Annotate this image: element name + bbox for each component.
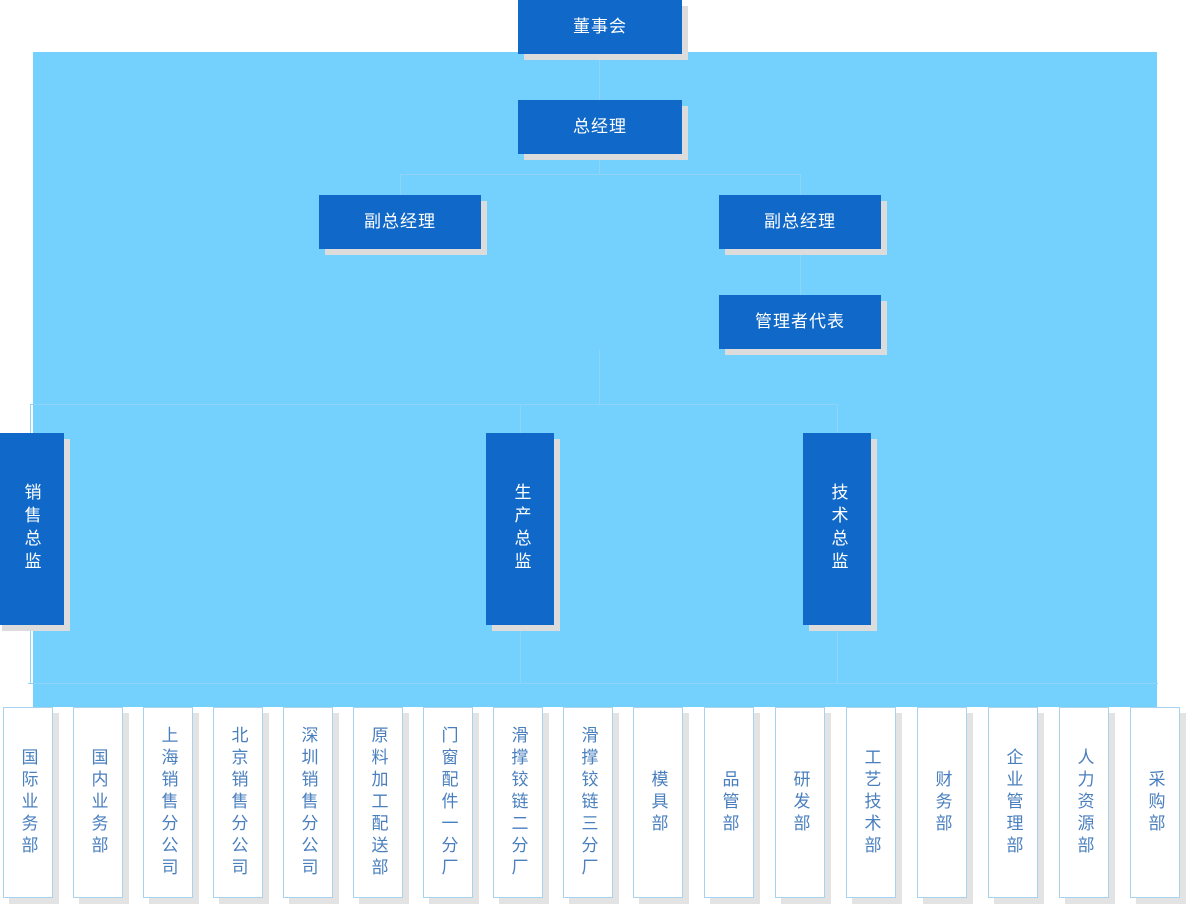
connector-technical-down	[837, 625, 838, 683]
dept-research-development-label: 研发部	[790, 769, 810, 836]
dept-window-parts-plant-1-label: 门窗配件一分厂	[438, 725, 458, 880]
node-technical-director[interactable]: 技术总监	[803, 433, 871, 625]
dept-human-resources-label: 人力资源部	[1074, 747, 1094, 858]
connector-sales-down	[30, 625, 31, 683]
dept-shenzhen-sales-branch[interactable]: 深圳销售分公司	[283, 707, 333, 898]
dept-quality-control-label: 品管部	[719, 769, 739, 836]
connector-directors-horizontal	[30, 404, 837, 405]
dept-process-technology-label: 工艺技术部	[861, 747, 881, 858]
node-board[interactable]: 董事会	[518, 0, 682, 54]
dept-finance-label: 财务部	[932, 769, 952, 836]
connector-to-sales-director	[30, 404, 31, 433]
node-production-director-label: 生产总监	[511, 483, 531, 575]
dept-purchasing-label: 采购部	[1145, 769, 1165, 836]
node-production-director[interactable]: 生产总监	[486, 433, 554, 625]
node-deputy-gm-right-label: 副总经理	[764, 211, 836, 231]
dept-finance[interactable]: 财务部	[917, 707, 967, 898]
dept-enterprise-management-label: 企业管理部	[1003, 747, 1023, 858]
node-deputy-gm-right[interactable]: 副总经理	[719, 195, 881, 249]
dept-hinge-plant-3[interactable]: 滑撑铰链三分厂	[563, 707, 613, 898]
node-management-representative-label: 管理者代表	[755, 311, 845, 331]
dept-beijing-sales-branch-label: 北京销售分公司	[228, 725, 248, 880]
connector-to-deputy-right	[800, 174, 801, 195]
node-sales-director[interactable]: 销售总监	[0, 433, 64, 625]
dept-human-resources[interactable]: 人力资源部	[1059, 707, 1109, 898]
dept-purchasing[interactable]: 采购部	[1130, 707, 1180, 898]
connector-to-production-director	[520, 404, 521, 433]
dept-raw-material-process[interactable]: 原料加工配送部	[353, 707, 403, 898]
connector-to-technical-director	[837, 404, 838, 433]
node-deputy-gm-left[interactable]: 副总经理	[319, 195, 481, 249]
connector-deputies-horizontal	[400, 174, 800, 175]
dept-shenzhen-sales-branch-label: 深圳销售分公司	[298, 725, 318, 880]
connector-board-to-gm	[599, 54, 600, 100]
dept-process-technology[interactable]: 工艺技术部	[846, 707, 896, 898]
dept-domestic-business-label: 国内业务部	[88, 747, 108, 858]
dept-beijing-sales-branch[interactable]: 北京销售分公司	[213, 707, 263, 898]
node-general-manager[interactable]: 总经理	[518, 100, 682, 154]
node-deputy-gm-left-label: 副总经理	[364, 211, 436, 231]
dept-international-business-label: 国际业务部	[18, 747, 38, 858]
connector-deputy-right-to-mgmt	[800, 249, 801, 295]
connector-gm-trunk-down	[599, 349, 600, 404]
connector-production-down	[520, 625, 521, 683]
dept-window-parts-plant-1[interactable]: 门窗配件一分厂	[423, 707, 473, 898]
dept-shanghai-sales-branch[interactable]: 上海销售分公司	[143, 707, 193, 898]
node-technical-director-label: 技术总监	[828, 483, 848, 575]
dept-hinge-plant-3-label: 滑撑铰链三分厂	[578, 725, 598, 880]
dept-international-business[interactable]: 国际业务部	[3, 707, 53, 898]
dept-shanghai-sales-branch-label: 上海销售分公司	[158, 725, 178, 880]
dept-research-development[interactable]: 研发部	[775, 707, 825, 898]
dept-raw-material-process-label: 原料加工配送部	[368, 725, 388, 880]
dept-mold-label: 模具部	[648, 769, 668, 836]
dept-hinge-plant-2[interactable]: 滑撑铰链二分厂	[493, 707, 543, 898]
connector-gm-to-deputies-vert	[599, 154, 600, 174]
connector-to-deputy-left	[400, 174, 401, 195]
node-management-representative[interactable]: 管理者代表	[719, 295, 881, 349]
connector-departments-bus	[28, 683, 1158, 684]
node-general-manager-label: 总经理	[573, 116, 627, 136]
dept-hinge-plant-2-label: 滑撑铰链二分厂	[508, 725, 528, 880]
chart-background-panel	[33, 52, 1157, 707]
dept-mold[interactable]: 模具部	[633, 707, 683, 898]
node-sales-director-label: 销售总监	[21, 483, 41, 575]
dept-quality-control[interactable]: 品管部	[704, 707, 754, 898]
dept-enterprise-management[interactable]: 企业管理部	[988, 707, 1038, 898]
dept-domestic-business[interactable]: 国内业务部	[73, 707, 123, 898]
node-board-label: 董事会	[573, 16, 627, 36]
